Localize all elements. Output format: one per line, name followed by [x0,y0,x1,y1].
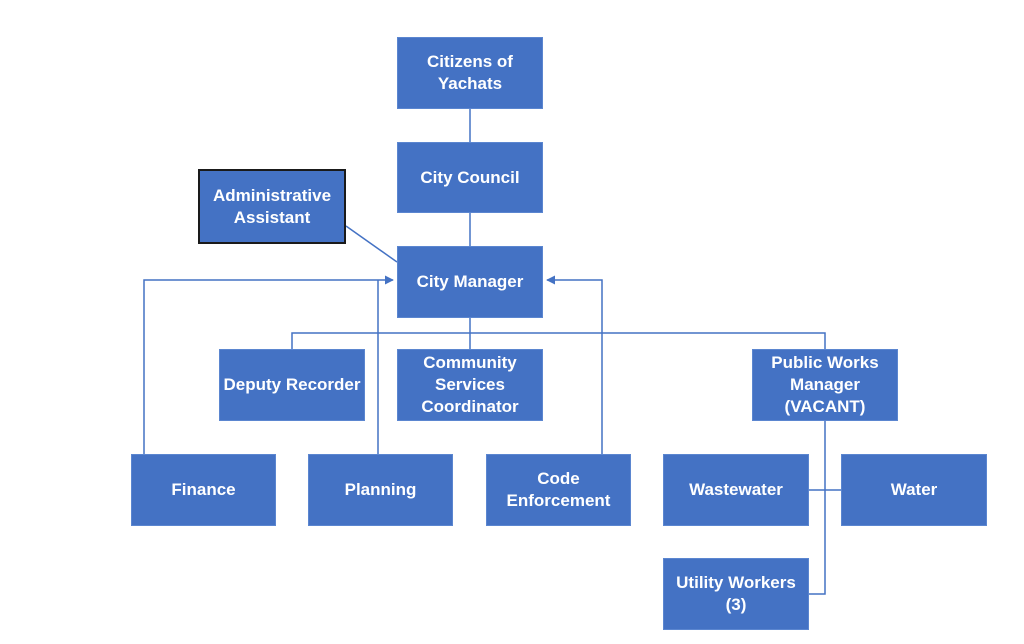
edge-code-enforcement-city-manager [546,275,603,454]
edge-public-works-utility-workers [809,421,826,595]
node-utility-workers[interactable]: Utility Workers (3) [663,558,809,630]
edge-admin-assistant-city-manager [345,225,398,263]
node-city-manager[interactable]: City Manager [397,246,543,318]
node-wastewater[interactable]: Wastewater [663,454,809,526]
edge-finance-city-manager [143,275,394,454]
node-finance[interactable]: Finance [131,454,276,526]
node-deputy-recorder[interactable]: Deputy Recorder [219,349,365,421]
node-water[interactable]: Water [841,454,987,526]
node-code-enforcement[interactable]: Code Enforcement [486,454,631,526]
node-administrative-assistant[interactable]: Administrative Assistant [198,169,346,244]
node-public-works-manager[interactable]: Public Works Manager (VACANT) [752,349,898,421]
node-planning[interactable]: Planning [308,454,453,526]
node-citizens-of-yachats[interactable]: Citizens of Yachats [397,37,543,109]
edge-bus-deputy-recorder [291,332,826,349]
node-city-council[interactable]: City Council [397,142,543,213]
node-community-services-coordinator[interactable]: Community Services Coordinator [397,349,543,421]
